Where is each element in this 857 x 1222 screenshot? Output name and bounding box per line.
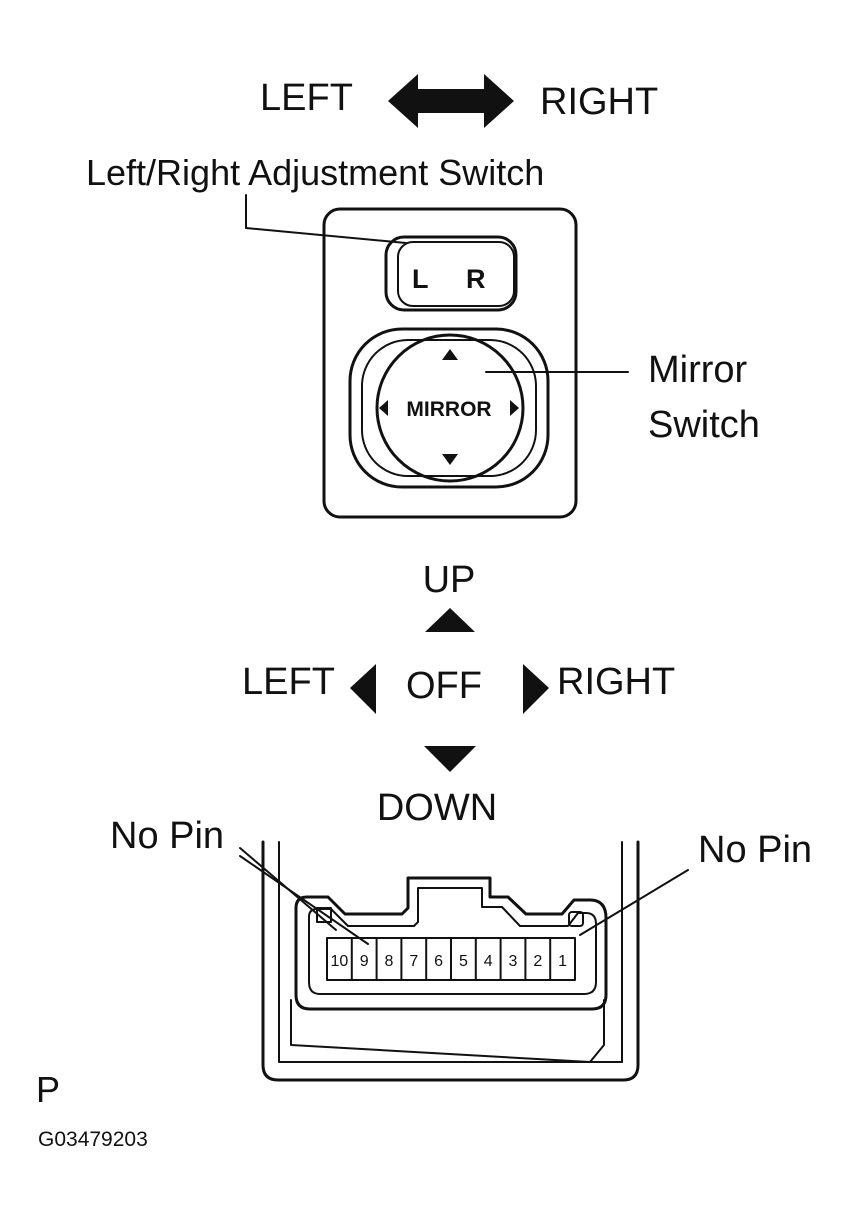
lr-button-inner: [397, 241, 515, 307]
pin-number-9: 9: [360, 953, 369, 970]
no-pin-marker-right: [568, 911, 584, 927]
pin-number-2: 2: [533, 953, 542, 970]
connector-shell-outer: [261, 840, 640, 1082]
up-triangle-icon: [425, 608, 475, 632]
mirror-up-arrow-icon: [442, 349, 458, 360]
mirror-right-arrow-icon: [510, 400, 519, 416]
no-pin-left-leader-line-2: [239, 855, 369, 945]
right-triangle-icon: [523, 664, 549, 714]
pin-number-6: 6: [434, 953, 443, 970]
connector-skirt: [290, 999, 605, 1063]
pin-number-10: 10: [331, 953, 349, 970]
mirror-switch-label-line2: Switch: [648, 404, 760, 446]
pin-number-8: 8: [385, 953, 394, 970]
no-pin-right-leader-line: [579, 869, 689, 936]
switch-panel: [322, 207, 578, 519]
left-right-adjustment-button[interactable]: L R: [384, 235, 518, 312]
left-right-double-arrow-icon: [388, 74, 514, 128]
lr-button-left-key: L: [412, 264, 429, 294]
pin-number-4: 4: [484, 953, 493, 970]
mirror-down-arrow-icon: [442, 454, 458, 465]
mirror-switch-label-line1: Mirror: [648, 349, 748, 391]
direction-down-label: DOWN: [377, 787, 497, 829]
mirror-switch-disc: [375, 333, 525, 483]
mirror-switch-bezel: [348, 327, 550, 489]
connector-body-outer: [294, 876, 608, 1011]
top-right-label: RIGHT: [540, 81, 658, 123]
direction-left-label: LEFT: [242, 661, 335, 703]
figure-code: G03479203: [38, 1128, 148, 1151]
mirror-left-arrow-icon: [379, 400, 388, 416]
no-pin-left-label: No Pin: [110, 815, 224, 857]
connector-shell-inner: [278, 841, 623, 1063]
footer-marker: P: [36, 1069, 60, 1110]
direction-center-label: OFF: [406, 665, 482, 707]
no-pin-right-label: No Pin: [698, 829, 812, 871]
mirror-button-text: MIRROR: [406, 398, 491, 421]
adjustment-switch-label: Left/Right Adjustment Switch: [86, 152, 544, 193]
top-left-label: LEFT: [260, 77, 353, 119]
mirror-switch-bezel-inner: [361, 339, 537, 477]
pin-number-1: 1: [558, 953, 567, 970]
direction-up-label: UP: [423, 559, 476, 601]
down-triangle-icon: [424, 746, 476, 772]
lr-button-outer: [384, 235, 518, 312]
mirror-switch-button[interactable]: MIRROR: [348, 327, 550, 489]
lr-button-right-key: R: [466, 264, 486, 294]
pin-number-7: 7: [409, 953, 418, 970]
left-triangle-icon: [350, 664, 376, 714]
adjustment-switch-leader-line: [245, 194, 407, 244]
pin-number-5: 5: [459, 953, 468, 970]
direction-right-label: RIGHT: [557, 661, 675, 703]
pin-number-3: 3: [509, 953, 518, 970]
